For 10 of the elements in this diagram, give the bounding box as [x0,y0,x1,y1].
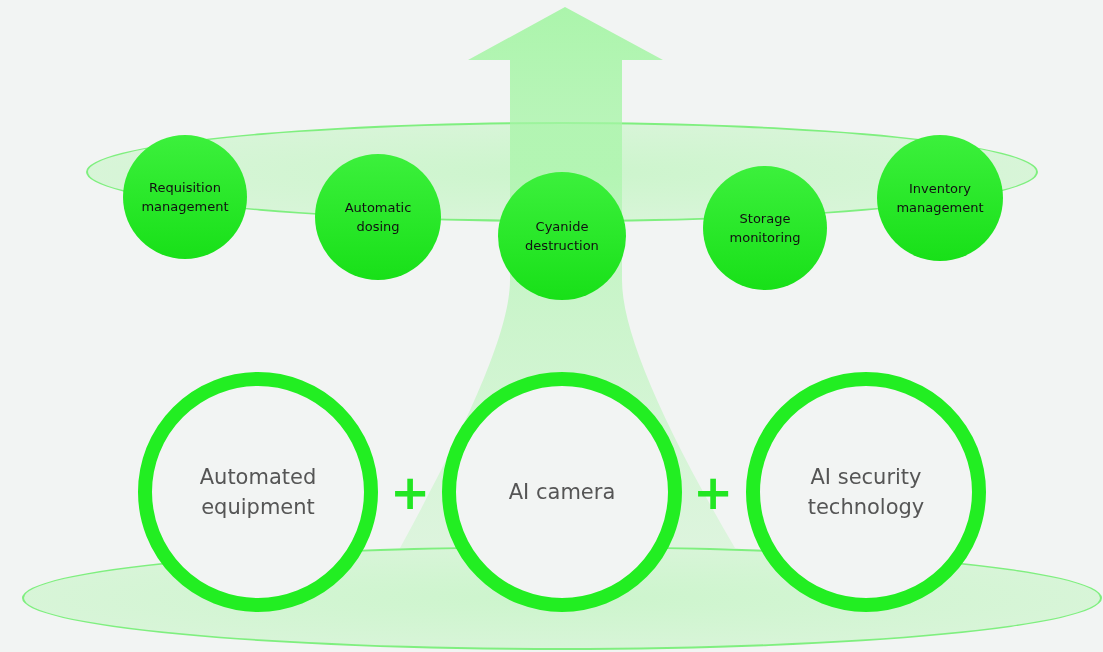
circle-label: Storage monitoring [728,209,802,247]
plus-sign: + [390,468,431,516]
plus-sign: + [693,468,734,516]
circle-label: Cyanide destruction [524,217,600,255]
circle-label: AI camera [507,478,617,506]
circle-label: Requisition management [140,178,230,216]
circle-label: AI security technology [806,463,926,521]
circle-label: Inventory management [895,179,985,217]
circle-label: Automated equipment [198,463,318,521]
circle-label: Automatic dosing [343,198,413,236]
